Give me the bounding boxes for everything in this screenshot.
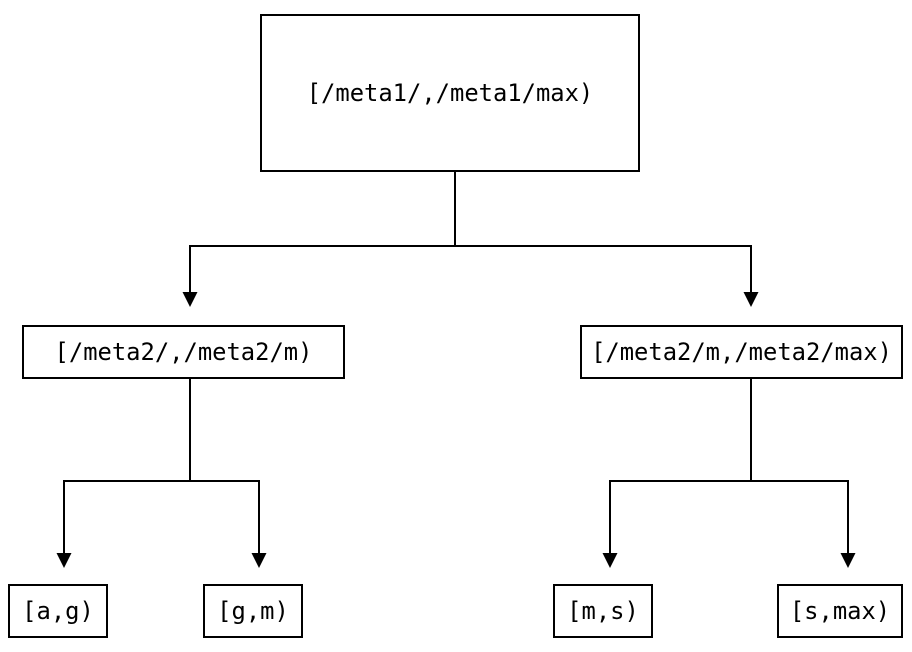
arrowhead-leaf-ag <box>56 553 72 568</box>
arrowhead-leaf-ms <box>602 553 618 568</box>
arrowhead-leaf-smax <box>840 553 856 568</box>
node-leaf-ag: [a,g) <box>8 584 108 638</box>
node-mid-right: [/meta2/m,/meta2/max) <box>580 325 903 379</box>
node-leaf-gm-label: [g,m) <box>217 597 289 625</box>
node-leaf-smax: [s,max) <box>777 584 903 638</box>
node-leaf-gm: [g,m) <box>203 584 303 638</box>
node-leaf-ag-label: [a,g) <box>22 597 94 625</box>
arrowhead-mid-left <box>182 292 198 307</box>
arrowhead-mid-right <box>743 292 759 307</box>
node-mid-left-label: [/meta2/,/meta2/m) <box>54 338 313 366</box>
arrowhead-leaf-gm <box>251 553 267 568</box>
node-leaf-smax-label: [s,max) <box>789 597 891 625</box>
node-mid-left: [/meta2/,/meta2/m) <box>22 325 345 379</box>
node-mid-right-label: [/meta2/m,/meta2/max) <box>591 338 892 366</box>
node-root-label: [/meta1/,/meta1/max) <box>306 79 594 107</box>
node-leaf-ms-label: [m,s) <box>567 597 639 625</box>
node-root: [/meta1/,/meta1/max) <box>260 14 640 172</box>
node-leaf-ms: [m,s) <box>553 584 653 638</box>
